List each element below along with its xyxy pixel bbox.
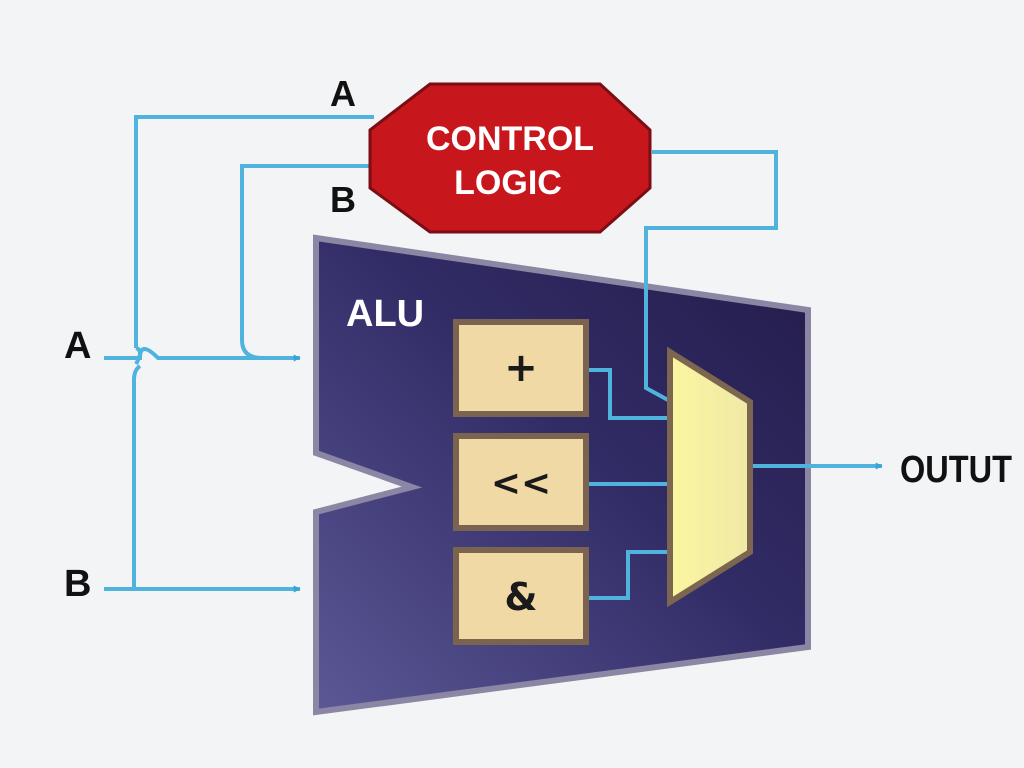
op-box-shift-left (453, 433, 589, 531)
control-logic-line2: LOGIC (454, 164, 562, 202)
control-logic-block (368, 82, 652, 234)
wire-a-input (104, 347, 301, 362)
output-label: OUTUT (900, 449, 1012, 491)
op-box-and (453, 547, 589, 645)
control-logic-line1: CONTROL (426, 120, 594, 158)
wire-a-top (134, 115, 374, 348)
multiplexer (667, 346, 753, 608)
control-input-a-label: A (330, 73, 356, 114)
input-b-label: B (64, 563, 91, 605)
op-box-plus (453, 319, 589, 417)
wire-bus-vertical (132, 364, 142, 589)
alu-title: ALU (346, 293, 424, 335)
wire-plus-to-mux (586, 368, 668, 420)
wire-control-select (644, 150, 778, 402)
plus-icon: + (504, 345, 538, 391)
input-a-label: A (64, 325, 91, 367)
wire-and-to-mux (586, 550, 668, 600)
and-icon: & (504, 575, 537, 619)
control-input-b-label: B (330, 179, 356, 220)
shift-left-icon: << (491, 463, 551, 504)
